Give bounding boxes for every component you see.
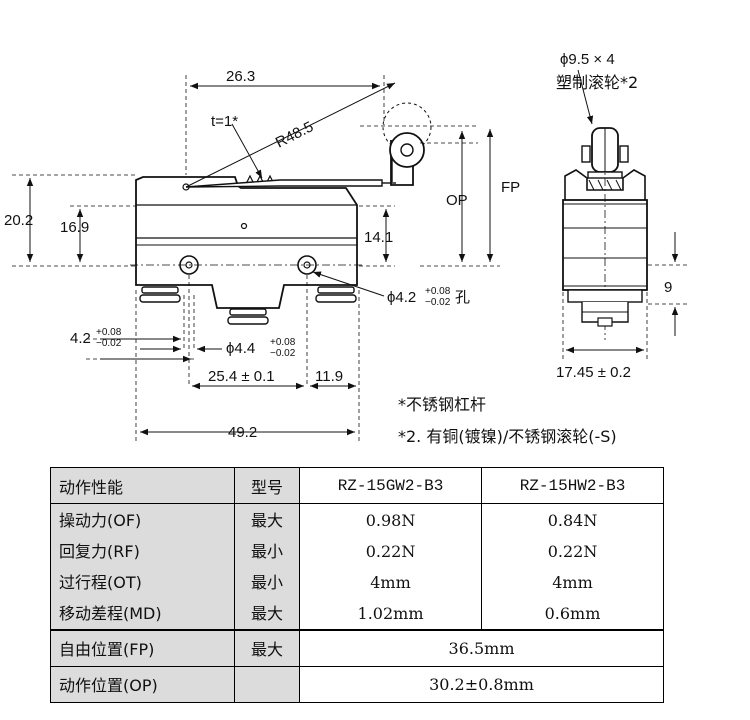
- dim-16-9: 16.9: [60, 219, 89, 236]
- dim-phi4-2-tol-minus: −0.02: [425, 297, 451, 308]
- dim-phi4-4-tol-minus: −0.02: [270, 348, 296, 359]
- row-label-fp: 自由位置(FP): [50, 629, 235, 667]
- table-row-op: 动作位置(OP) 30.2±0.8mm: [50, 665, 664, 704]
- row-label-md: 移动差程(MD): [59, 603, 162, 623]
- terminal-screws: [139, 286, 357, 325]
- dim-49-2: 49.2: [228, 424, 257, 441]
- dim-4-2-tol-plus: +0.08: [96, 327, 122, 338]
- dim-fp: FP: [501, 179, 520, 196]
- row-label-of: 操动力(OF): [59, 510, 142, 530]
- table-row-fp: 自由位置(FP) 最大 36.5mm: [50, 629, 664, 667]
- dim-17-45: 17.45 ± 0.2: [556, 364, 631, 381]
- row-limit-ot: 最小: [250, 572, 283, 592]
- performance-spec-table: 动作性能 型号 RZ-15GW2-B3 RZ-15HW2-B3 操动力(OF) …: [50, 466, 664, 704]
- row-limit-rf: 最小: [250, 541, 283, 561]
- dim-26-3: 26.3: [226, 68, 255, 85]
- dim-phi4-2: ϕ4.2: [387, 289, 416, 306]
- value-ot-1: 4mm: [370, 572, 411, 592]
- value-of-1: 0.98N: [365, 510, 416, 530]
- dim-r48-5: R48.5: [273, 118, 316, 151]
- dim-4-2: 4.2: [70, 330, 91, 347]
- dim-11-9: 11.9: [315, 368, 343, 385]
- dim-op: OP: [446, 192, 468, 209]
- row-label-ot: 过行程(OT): [59, 572, 142, 592]
- note-roller-material: *2. 有铜(镀镍)/不锈钢滚轮(-S): [398, 427, 617, 446]
- row-label-op: 动作位置(OP): [50, 665, 235, 704]
- dim-4-2-tol-minus: −0.02: [96, 338, 122, 349]
- front-view: 26.3 t=1* R48.5 20.2 16.9 14.1 OP FP ϕ4.…: [4, 68, 520, 444]
- dim-t1: t=1*: [211, 113, 238, 130]
- dim-25-4: 25.4 ± 0.1: [208, 368, 275, 385]
- header-model-label: 型号: [234, 466, 300, 505]
- header-label: 动作性能: [50, 466, 235, 505]
- side-view: ϕ9.5 × 4 塑制滚轮*2: [556, 51, 690, 381]
- roller-size: ϕ9.5 × 4: [560, 51, 615, 68]
- dim-9: 9: [664, 279, 672, 296]
- roller-note: 塑制滚轮*2: [556, 73, 638, 92]
- value-rf-1: 0.22N: [365, 541, 416, 561]
- row-limit-op: [234, 665, 300, 704]
- dim-phi4-4-tol-plus: +0.08: [270, 337, 296, 348]
- value-of-2: 0.84N: [547, 510, 598, 530]
- value-md-1: 1.02mm: [357, 603, 424, 623]
- header-model-1: RZ-15GW2-B3: [299, 466, 482, 505]
- dim-phi4-2-tol-plus: +0.08: [425, 286, 451, 297]
- value-rf-2: 0.22N: [547, 541, 598, 561]
- dim-20-2: 20.2: [4, 212, 33, 229]
- dim-hole-label: 孔: [455, 289, 470, 306]
- value-op: 30.2±0.8mm: [299, 665, 664, 704]
- row-limit-fp: 最大: [234, 629, 300, 667]
- value-md-2: 0.6mm: [544, 603, 601, 623]
- dim-14-1: 14.1: [364, 229, 393, 246]
- value-ot-2: 4mm: [552, 572, 593, 592]
- value-fp: 36.5mm: [299, 629, 664, 667]
- row-label-rf: 回复力(RF): [59, 541, 140, 561]
- table-header-row: 动作性能 型号 RZ-15GW2-B3 RZ-15HW2-B3: [50, 466, 664, 505]
- dim-phi4-4: ϕ4.4: [226, 340, 255, 357]
- row-limit-md: 最大: [250, 603, 283, 623]
- row-limit-of: 最大: [250, 510, 283, 530]
- table-row-group: 操动力(OF) 回复力(RF) 过行程(OT) 移动差程(MD) 最大 最小 最…: [50, 503, 664, 631]
- switch-dimension-drawing: 26.3 t=1* R48.5 20.2 16.9 14.1 OP FP ϕ4.…: [4, 51, 690, 446]
- note-stainless-lever: *不锈钢杠杆: [398, 395, 486, 414]
- header-model-2: RZ-15HW2-B3: [481, 466, 664, 505]
- roller: [389, 132, 425, 168]
